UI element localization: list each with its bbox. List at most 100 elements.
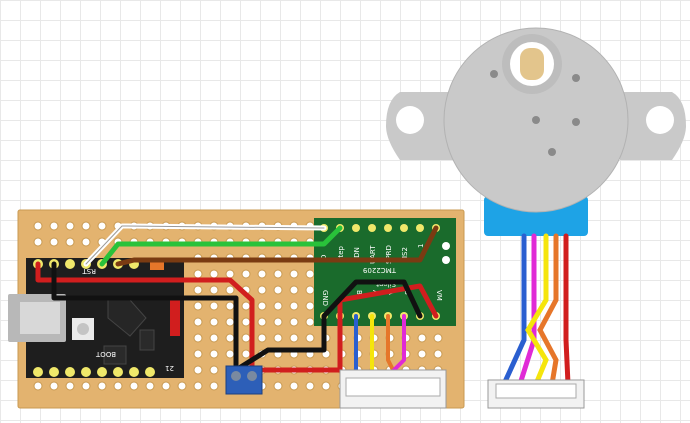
driver-pin-ms2: MS2: [401, 247, 409, 262]
perfboard-hole: [145, 381, 155, 391]
perfboard-hole: [273, 301, 283, 311]
perfboard-hole: [65, 237, 75, 247]
perfboard-hole: [273, 333, 283, 343]
perfboard-hole: [305, 301, 315, 311]
perfboard-hole: [273, 317, 283, 327]
perfboard-hole: [81, 237, 91, 247]
driver-pin-gnd: GND: [321, 290, 329, 306]
perfboard-hole: [289, 269, 299, 279]
perfboard-hole: [209, 285, 219, 295]
perfboard-hole: [65, 221, 75, 231]
perfboard-hole: [209, 333, 219, 343]
motor-wires: [501, 233, 571, 387]
perfboard-hole: [161, 381, 171, 391]
perfboard-hole: [33, 381, 43, 391]
perfboard-hole: [225, 317, 235, 327]
perfboard-hole: [225, 333, 235, 343]
perfboard-hole: [97, 381, 107, 391]
driver-pin-step: Step: [337, 246, 345, 262]
perfboard-hole: [417, 349, 427, 359]
perfboard-hole: [241, 301, 251, 311]
driver-pin-b1: B: [355, 290, 363, 295]
perfboard-hole: [209, 317, 219, 327]
perfboard-hole: [209, 269, 219, 279]
perfboard-hole: [193, 301, 203, 311]
perfboard-hole: [257, 317, 267, 327]
perfboard-hole: [209, 381, 219, 391]
perfboard-hole: [289, 381, 299, 391]
mcu-bottom-pins: [33, 367, 155, 377]
perfboard-hole: [33, 237, 43, 247]
jst-connector-motor: [487, 379, 585, 409]
perfboard-hole: [225, 301, 235, 311]
perfboard-hole: [193, 333, 203, 343]
perfboard-hole: [417, 333, 427, 343]
perfboard-hole: [273, 269, 283, 279]
perfboard-hole: [49, 221, 59, 231]
perfboard-hole: [289, 285, 299, 295]
wire-green: [99, 225, 343, 267]
perfboard-hole: [289, 317, 299, 327]
perfboard-hole: [193, 365, 203, 375]
driver-pin-d: D: [320, 255, 328, 260]
pin-label-rst: RST: [82, 267, 96, 275]
perfboard-hole: [177, 381, 187, 391]
jst-connector-board: [339, 369, 447, 409]
perfboard-hole: [257, 301, 267, 311]
pin-label-21: 21: [165, 364, 174, 372]
perfboard-hole: [273, 285, 283, 295]
perfboard-hole: [225, 349, 235, 359]
perfboard-hole: [193, 381, 203, 391]
perfboard-hole: [49, 237, 59, 247]
perfboard-hole: [81, 381, 91, 391]
perfboard-hole: [113, 381, 123, 391]
perfboard-hole: [433, 349, 443, 359]
driver-pin-pdn: PDN: [353, 247, 361, 262]
driver-pin-1: 1: [417, 244, 425, 248]
driver-pin-vm: VM: [435, 290, 443, 301]
power-terminal-block: [225, 365, 263, 395]
perfboard-hole: [241, 269, 251, 279]
perfboard-hole: [193, 269, 203, 279]
perfboard-hole: [65, 381, 75, 391]
pin-label-boot: BOOT: [95, 350, 116, 358]
wire-brown: [115, 225, 439, 267]
perfboard-hole: [305, 317, 315, 327]
perfboard-hole: [49, 381, 59, 391]
driver-chip-name: TMC2209: [363, 266, 397, 274]
wire-black-gnd: [51, 261, 423, 373]
microcontroller-board: RST BOOT 21: [8, 258, 184, 378]
perfboard-hole: [241, 317, 251, 327]
driver-pin-sprd: SPRD: [385, 245, 393, 264]
perfboard-hole: [289, 301, 299, 311]
perfboard-hole: [305, 285, 315, 295]
perfboard-hole: [81, 221, 91, 231]
perfboard-hole: [33, 221, 43, 231]
driver-pin-uart: UART: [369, 245, 377, 264]
perfboard-hole: [193, 285, 203, 295]
perfboard-hole: [321, 381, 331, 391]
perfboard-hole: [289, 333, 299, 343]
perfboard-hole: [129, 381, 139, 391]
perfboard-hole: [209, 365, 219, 375]
perfboard-hole: [225, 269, 235, 279]
perfboard-hole: [97, 221, 107, 231]
perfboard-hole: [257, 333, 267, 343]
stepper-motor: [386, 27, 686, 236]
perfboard-hole: [305, 381, 315, 391]
wire-white-outline: [85, 225, 325, 265]
perfboard-hole: [193, 349, 203, 359]
perfboard-hole: [225, 285, 235, 295]
perfboard-hole: [257, 285, 267, 295]
perfboard-hole: [305, 333, 315, 343]
perfboard-hole: [241, 349, 251, 359]
perfboard-hole: [273, 381, 283, 391]
perfboard-hole: [241, 333, 251, 343]
perfboard-hole: [193, 317, 203, 327]
perfboard-hole: [257, 269, 267, 279]
perfboard-hole: [433, 333, 443, 343]
perfboard-hole: [209, 349, 219, 359]
perfboard-hole: [305, 269, 315, 279]
perfboard-hole: [209, 301, 219, 311]
